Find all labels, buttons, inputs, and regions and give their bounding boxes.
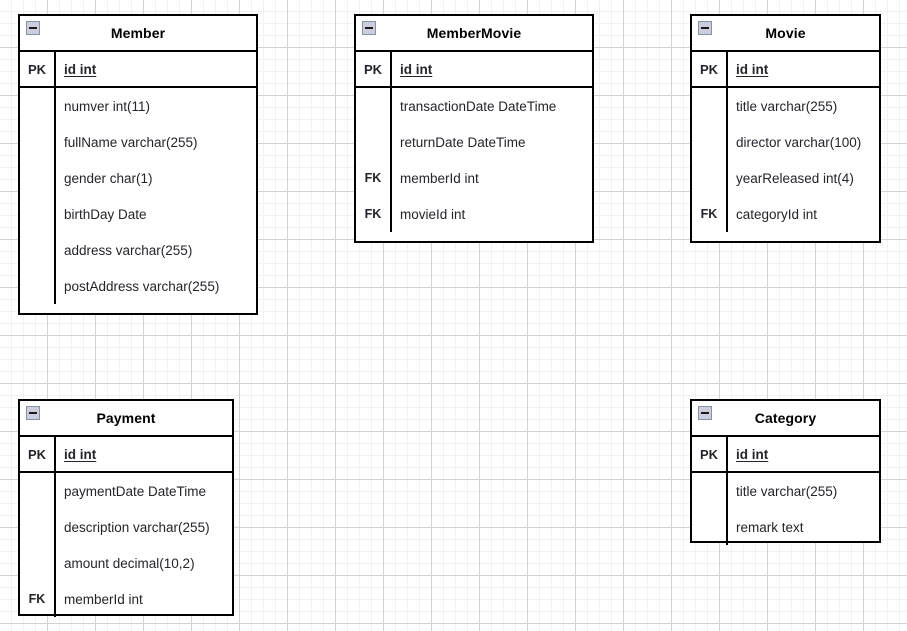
key-marker: PK: [363, 61, 383, 77]
entity-title-row: Movie: [692, 16, 879, 52]
key-marker: FK: [364, 171, 382, 185]
entity-field-list: title varchar(255) director varchar(100) y…: [692, 88, 879, 232]
entity-field-list: transactionDate DateTime returnDate DateT…: [356, 88, 592, 232]
key-column-divider: [726, 437, 728, 545]
entity-title: Payment: [96, 410, 156, 426]
field-name: remark text: [736, 519, 804, 535]
field-row[interactable]: postAddress varchar(255): [20, 268, 256, 304]
field-row[interactable]: FK memberId int: [20, 581, 232, 617]
field-row[interactable]: description varchar(255): [20, 509, 232, 545]
field-name: title varchar(255): [736, 483, 838, 499]
key-column-divider: [54, 437, 56, 617]
entity-title-row: Member: [20, 16, 256, 52]
key-marker: PK: [27, 446, 47, 462]
field-row[interactable]: yearReleased int(4): [692, 160, 879, 196]
collapse-minus-icon[interactable]: [26, 21, 40, 35]
field-name: returnDate DateTime: [400, 134, 526, 150]
field-name: id int: [64, 61, 97, 77]
primary-key-row[interactable]: PK id int: [356, 52, 592, 88]
key-marker: PK: [27, 61, 47, 77]
entity-title-row: Payment: [20, 401, 232, 437]
primary-key-row[interactable]: PK id int: [692, 52, 879, 88]
primary-key-row[interactable]: PK id int: [692, 437, 879, 473]
key-marker: FK: [364, 207, 382, 221]
field-row[interactable]: FK categoryId int: [692, 196, 879, 232]
field-row[interactable]: transactionDate DateTime: [356, 88, 592, 124]
primary-key-row[interactable]: PK id int: [20, 437, 232, 473]
collapse-minus-icon[interactable]: [362, 21, 376, 35]
field-name: numver int(11): [64, 98, 151, 114]
field-row[interactable]: remark text: [692, 509, 879, 545]
entity-title-row: Category: [692, 401, 879, 437]
field-row[interactable]: address varchar(255): [20, 232, 256, 268]
field-name: movieId int: [400, 206, 466, 222]
field-name: postAddress varchar(255): [64, 278, 220, 294]
field-name: amount decimal(10,2): [64, 555, 195, 571]
entity-title-row: MemberMovie: [356, 16, 592, 52]
field-row[interactable]: title varchar(255): [692, 473, 879, 509]
field-name: yearReleased int(4): [736, 170, 854, 186]
collapse-minus-icon[interactable]: [698, 21, 712, 35]
field-name: transactionDate DateTime: [400, 98, 557, 114]
field-name: title varchar(255): [736, 98, 838, 114]
field-name: address varchar(255): [64, 242, 193, 258]
entity-field-list: paymentDate DateTime description varchar(…: [20, 473, 232, 617]
field-name: memberId int: [64, 591, 143, 607]
key-column-divider: [54, 52, 56, 304]
field-row[interactable]: birthDay Date: [20, 196, 256, 232]
key-column-divider: [726, 52, 728, 232]
field-row[interactable]: fullName varchar(255): [20, 124, 256, 160]
field-row[interactable]: returnDate DateTime: [356, 124, 592, 160]
field-name: id int: [64, 446, 97, 462]
field-name: description varchar(255): [64, 519, 210, 535]
field-row[interactable]: director varchar(100): [692, 124, 879, 160]
primary-key-row[interactable]: PK id int: [20, 52, 256, 88]
entity-title: Movie: [765, 25, 806, 41]
field-name: fullName varchar(255): [64, 134, 198, 150]
field-row[interactable]: title varchar(255): [692, 88, 879, 124]
field-name: id int: [400, 61, 433, 77]
field-row[interactable]: gender char(1): [20, 160, 256, 196]
entity-title: Member: [110, 25, 166, 41]
field-row[interactable]: FK memberId int: [356, 160, 592, 196]
field-row[interactable]: FK movieId int: [356, 196, 592, 232]
field-name: id int: [736, 446, 769, 462]
key-marker: FK: [700, 207, 718, 221]
field-name: gender char(1): [64, 170, 153, 186]
collapse-minus-icon[interactable]: [698, 406, 712, 420]
entity-field-list: numver int(11) fullName varchar(255) gende…: [20, 88, 256, 304]
key-marker: PK: [699, 61, 719, 77]
entity-title: MemberMovie: [426, 25, 522, 41]
key-marker: PK: [699, 446, 719, 462]
field-name: memberId int: [400, 170, 479, 186]
field-name: id int: [736, 61, 769, 77]
entity-field-list: title varchar(255) remark text: [692, 473, 879, 545]
field-row[interactable]: numver int(11): [20, 88, 256, 124]
field-row[interactable]: amount decimal(10,2): [20, 545, 232, 581]
field-name: director varchar(100): [736, 134, 862, 150]
field-name: birthDay Date: [64, 206, 147, 222]
collapse-minus-icon[interactable]: [26, 406, 40, 420]
key-column-divider: [390, 52, 392, 232]
field-name: paymentDate DateTime: [64, 483, 207, 499]
key-marker: FK: [28, 592, 46, 606]
field-name: categoryId int: [736, 206, 818, 222]
field-row[interactable]: paymentDate DateTime: [20, 473, 232, 509]
entity-title: Category: [754, 410, 817, 426]
